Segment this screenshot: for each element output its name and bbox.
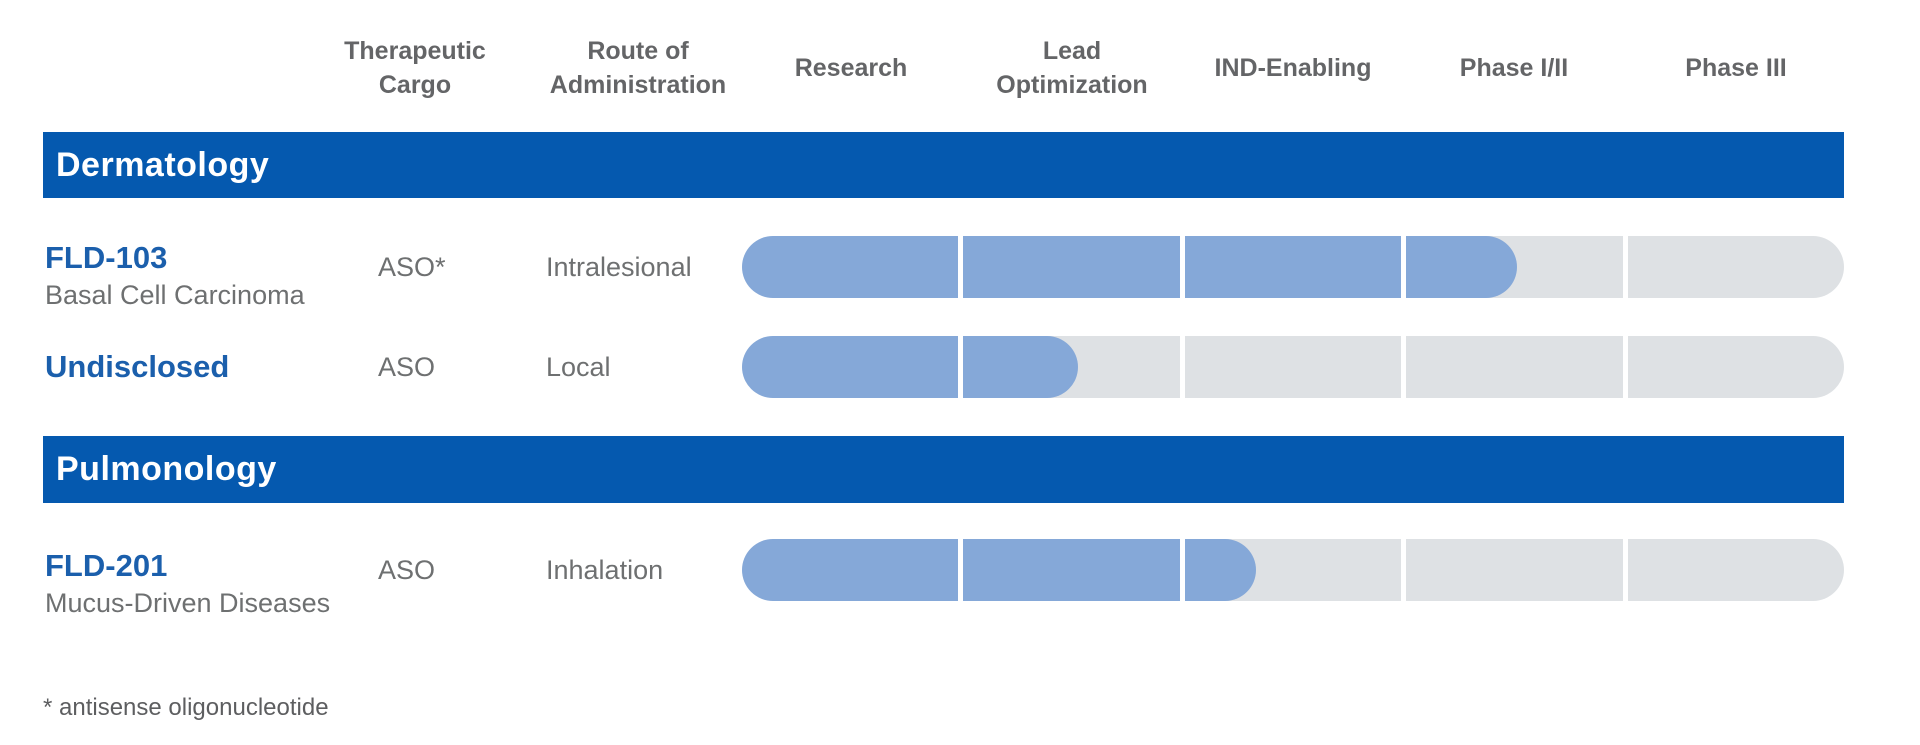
column-header-research: Research	[794, 54, 908, 82]
section-banner-dermatology: Dermatology	[43, 132, 1844, 198]
stage-segment	[1184, 236, 1402, 298]
stage-segment	[1627, 236, 1845, 298]
stage-segment	[742, 336, 959, 398]
stage-segment	[1184, 539, 1402, 601]
stage-segment	[1406, 236, 1623, 298]
stage-progress-fill	[1406, 236, 1517, 298]
stage-segment	[1184, 336, 1402, 398]
stage-segment	[1406, 336, 1623, 398]
program-indication: Basal Cell Carcinoma	[45, 280, 305, 310]
column-header-lead-optimization: Lead Optimization	[996, 37, 1148, 99]
stage-progress-fill	[963, 336, 1079, 398]
pipeline-progress-bar	[742, 236, 1845, 298]
stage-segment	[1406, 539, 1623, 601]
stage-segment	[742, 236, 959, 298]
stage-segment	[1627, 539, 1845, 601]
program-name: FLD-201	[45, 548, 168, 583]
column-header-therapeutic-cargo: Therapeutic Cargo	[344, 37, 486, 99]
program-indication: Mucus-Driven Diseases	[45, 588, 331, 618]
route-of-administration-value: Inhalation	[546, 554, 664, 585]
route-of-administration-value: Intralesional	[546, 251, 692, 282]
stage-segment	[963, 539, 1180, 601]
stage-segment	[963, 236, 1180, 298]
pipeline-progress-bar	[742, 336, 1845, 398]
program-name: Undisclosed	[45, 349, 230, 384]
footnote: * antisense oligonucleotide	[43, 694, 329, 721]
therapeutic-cargo-value: ASO	[378, 351, 436, 382]
column-header-phase-3: Phase III	[1685, 54, 1787, 82]
program-label: FLD-201 Mucus-Driven Diseases	[45, 548, 330, 620]
column-header-phase-1-2: Phase I/II	[1459, 54, 1569, 82]
pipeline-progress-bar	[742, 539, 1845, 601]
therapeutic-cargo-value: ASO*	[378, 251, 446, 282]
program-label: FLD-103 Basal Cell Carcinoma	[45, 240, 305, 312]
stage-segment	[963, 336, 1180, 398]
stage-segment	[1627, 336, 1845, 398]
route-of-administration-value: Local	[546, 351, 611, 382]
therapeutic-cargo-value: ASO	[378, 554, 436, 585]
column-header-route-of-administration: Route of Administration	[549, 37, 727, 99]
column-header-ind-enabling: IND-Enabling	[1214, 54, 1372, 82]
program-label: Undisclosed	[45, 336, 229, 398]
program-name: FLD-103	[45, 240, 168, 275]
stage-segment	[742, 539, 959, 601]
section-banner-pulmonology: Pulmonology	[43, 436, 1844, 503]
stage-progress-fill	[1184, 539, 1257, 601]
